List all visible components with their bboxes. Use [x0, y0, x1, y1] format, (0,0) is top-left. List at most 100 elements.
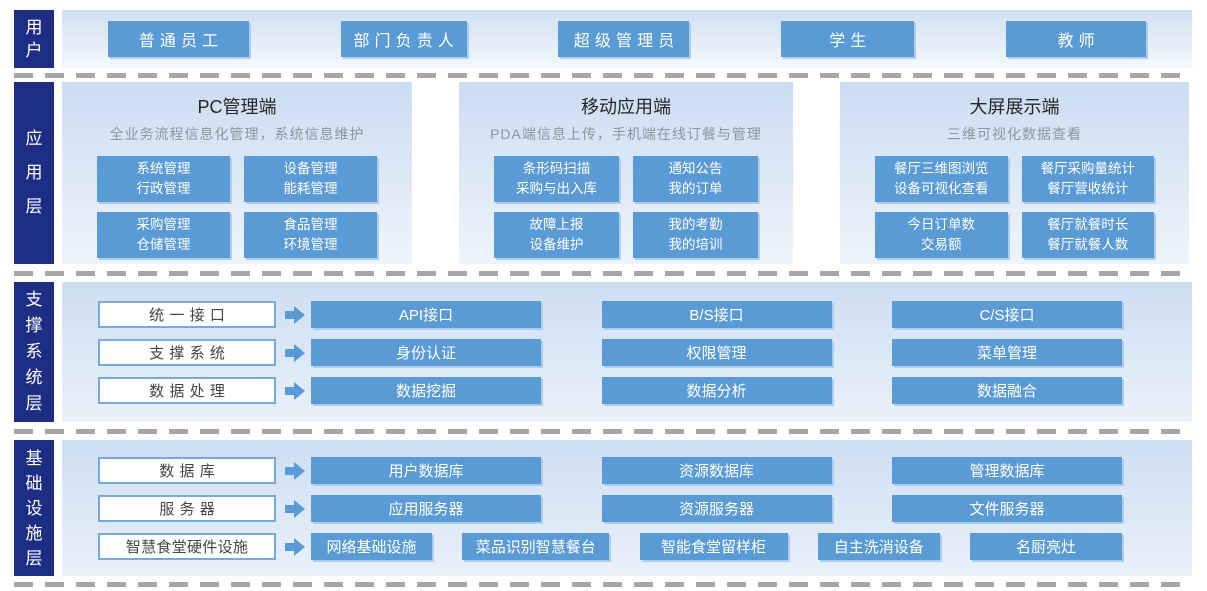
item-block: 数据分析 — [601, 377, 832, 404]
module-line: 餐厅三维图浏览 — [894, 161, 989, 177]
dashed-separator — [14, 582, 1192, 587]
layer-application: 应用层 PC管理端 全业务流程信息化管理，系统信息维护 系统管理行政管理 设备管… — [14, 82, 1192, 264]
module-line: 我的培训 — [668, 237, 723, 252]
item-block: B/S接口 — [601, 301, 832, 328]
module-block: 采购管理仓储管理 — [97, 212, 230, 258]
module-line: 故障上报 — [529, 217, 584, 233]
application-panels: PC管理端 全业务流程信息化管理，系统信息维护 系统管理行政管理 设备管理能耗管… — [62, 82, 1192, 264]
layer-label-infrastructure-text: 基础设施层 — [25, 448, 43, 568]
layer-label-users: 用户 — [14, 10, 54, 68]
module-line: 我的考勤 — [668, 217, 723, 233]
dashed-separator — [14, 271, 1192, 276]
infra-row-database: 数据库 用户数据库 资源数据库 管理数据库 — [98, 457, 1122, 484]
item-block: 数据融合 — [892, 377, 1122, 404]
module-block: 条形码扫描采购与出入库 — [494, 156, 619, 202]
layer-label-users-text: 用户 — [25, 18, 43, 60]
row-items: 身份认证 权限管理 菜单管理 — [311, 339, 1122, 366]
user-role-teacher: 教师 — [1006, 21, 1147, 57]
arrow-right-icon — [285, 381, 305, 400]
category-box: 智慧食堂硬件设施 — [98, 533, 276, 560]
panel-subtitle: 全业务流程信息化管理，系统信息维护 — [109, 126, 365, 142]
module-line: 今日订单数 — [907, 217, 976, 233]
row-items: 网络基础设施 菜品识别智慧餐台 智能食堂留样柜 自主洗消设备 名厨亮灶 — [311, 533, 1122, 560]
module-line: 设备管理 — [283, 161, 338, 177]
layer-users: 用户 普通员工 部门负责人 超级管理员 学生 教师 — [14, 10, 1192, 68]
user-role-super-admin: 超级管理员 — [558, 21, 690, 57]
panel-title: 移动应用端 — [581, 97, 671, 117]
infra-row-server: 服务器 应用服务器 资源服务器 文件服务器 — [98, 495, 1122, 522]
module-block: 今日订单数交易额 — [875, 212, 1008, 258]
arrow-right-icon — [285, 343, 305, 362]
category-box: 支撑系统 — [98, 339, 276, 366]
user-role-label: 普通员工 — [138, 33, 224, 50]
module-line: 我的订单 — [668, 181, 723, 196]
item-block: 菜品识别智慧餐台 — [462, 533, 610, 560]
module-block: 通知公告我的订单 — [633, 156, 758, 202]
module-line: 行政管理 — [136, 181, 191, 196]
arrow-right-icon — [285, 537, 305, 556]
category-box: 服务器 — [98, 495, 276, 522]
module-line: 设备可视化查看 — [894, 181, 989, 196]
user-role-label: 学生 — [829, 33, 872, 50]
dashed-separator — [14, 429, 1192, 434]
module-block: 故障上报设备维护 — [494, 212, 619, 258]
item-block: 自主洗消设备 — [817, 533, 940, 560]
layer-infrastructure: 基础设施层 数据库 用户数据库 资源数据库 管理数据库 服务器 应用服务器 资源… — [14, 440, 1192, 576]
layer-label-application-text: 应用层 — [25, 129, 43, 216]
module-line: 餐厅就餐人数 — [1047, 237, 1129, 252]
item-block: 智能食堂留样柜 — [639, 533, 788, 560]
module-line: 餐厅营收统计 — [1047, 181, 1129, 196]
user-role-label: 教师 — [1057, 33, 1100, 50]
arrow-right-icon — [285, 305, 305, 324]
item-block: 网络基础设施 — [311, 533, 432, 560]
item-block: 数据挖掘 — [311, 377, 541, 404]
layer-label-application: 应用层 — [14, 82, 54, 264]
item-block: 应用服务器 — [311, 495, 541, 522]
panel-title: PC管理端 — [197, 97, 277, 117]
module-line: 系统管理 — [136, 161, 191, 177]
item-block: 用户数据库 — [311, 457, 541, 484]
module-line: 条形码扫描 — [522, 161, 591, 177]
users-band: 普通员工 部门负责人 超级管理员 学生 教师 — [62, 10, 1192, 68]
panel-pc-management: PC管理端 全业务流程信息化管理，系统信息维护 系统管理行政管理 设备管理能耗管… — [62, 82, 412, 264]
infrastructure-panel: 数据库 用户数据库 资源数据库 管理数据库 服务器 应用服务器 资源服务器 文件… — [62, 440, 1192, 576]
module-block: 设备管理能耗管理 — [244, 156, 377, 202]
layer-label-infrastructure: 基础设施层 — [14, 440, 54, 576]
category-box: 数据库 — [98, 457, 276, 484]
layer-label-support-text: 支撑系统层 — [25, 290, 43, 413]
infra-row-smart-canteen-hardware: 智慧食堂硬件设施 网络基础设施 菜品识别智慧餐台 智能食堂留样柜 自主洗消设备 … — [98, 533, 1122, 560]
user-role-label: 部门负责人 — [353, 33, 460, 50]
module-block: 食品管理环境管理 — [244, 212, 377, 258]
item-block: C/S接口 — [892, 301, 1122, 328]
module-block: 系统管理行政管理 — [97, 156, 230, 202]
dashed-separator — [14, 73, 1192, 78]
user-role-label: 超级管理员 — [573, 33, 680, 50]
panel-button-grid: 餐厅三维图浏览设备可视化查看 餐厅采购量统计餐厅营收统计 今日订单数交易额 餐厅… — [875, 156, 1154, 258]
user-role-department-head: 部门负责人 — [340, 21, 467, 57]
module-line: 能耗管理 — [283, 181, 338, 196]
item-block: 文件服务器 — [892, 495, 1122, 522]
item-block: 资源服务器 — [601, 495, 832, 522]
item-block: 身份认证 — [311, 339, 541, 366]
row-items: 应用服务器 资源服务器 文件服务器 — [311, 495, 1122, 522]
panel-big-screen-display: 大屏展示端 三维可视化数据查看 餐厅三维图浏览设备可视化查看 餐厅采购量统计餐厅… — [840, 82, 1189, 264]
layer-support-system: 支撑系统层 统一接口 API接口 B/S接口 C/S接口 支撑系统 身份认证 权… — [14, 282, 1192, 422]
panel-subtitle: 三维可视化数据查看 — [947, 126, 1082, 142]
module-line: 餐厅就餐时长 — [1047, 217, 1129, 233]
support-panel: 统一接口 API接口 B/S接口 C/S接口 支撑系统 身份认证 权限管理 菜单… — [62, 282, 1192, 422]
panel-mobile-app: 移动应用端 PDA端信息上传，手机端在线订餐与管理 条形码扫描采购与出入库 通知… — [459, 82, 793, 264]
support-row-unified-interface: 统一接口 API接口 B/S接口 C/S接口 — [98, 301, 1122, 328]
item-block: API接口 — [311, 301, 541, 328]
user-role-regular-staff: 普通员工 — [107, 21, 249, 57]
panel-button-grid: 条形码扫描采购与出入库 通知公告我的订单 故障上报设备维护 我的考勤我的培训 — [494, 156, 758, 258]
arrow-right-icon — [285, 499, 305, 518]
row-items: 数据挖掘 数据分析 数据融合 — [311, 377, 1122, 404]
module-line: 交易额 — [921, 237, 962, 252]
row-items: API接口 B/S接口 C/S接口 — [311, 301, 1122, 328]
module-line: 通知公告 — [668, 161, 723, 177]
module-line: 环境管理 — [283, 237, 338, 252]
module-line: 采购与出入库 — [516, 181, 597, 196]
layer-label-support: 支撑系统层 — [14, 282, 54, 422]
module-block: 餐厅三维图浏览设备可视化查看 — [875, 156, 1008, 202]
